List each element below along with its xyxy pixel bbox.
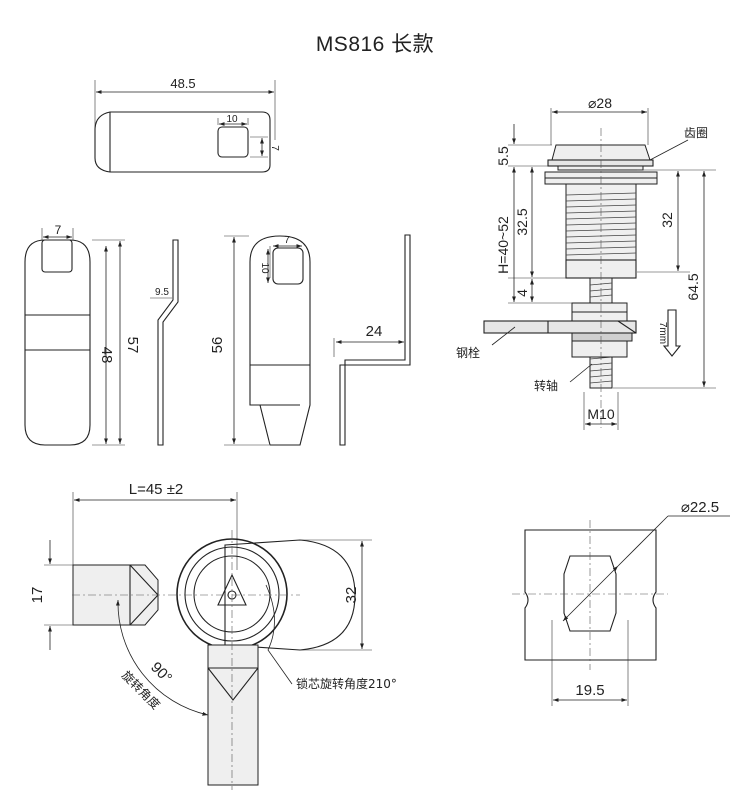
back-view: 7 10 56: [209, 235, 311, 446]
cutout-view: ⌀22.5 19.5: [512, 499, 730, 706]
dim-side2-offset: 24: [366, 323, 383, 340]
side-view-1: 9.5: [150, 239, 179, 446]
label-shaft: 转轴: [534, 378, 558, 393]
dim-h-range: H=40~52: [495, 216, 511, 274]
dim-front-slot-w: 7: [55, 223, 62, 237]
dim-back-slot-w: 7: [284, 235, 290, 246]
dim-cutout-flat: 19.5: [575, 682, 604, 699]
page-title: MS816 长款: [315, 33, 435, 56]
front-view: 7 48 57: [24, 223, 141, 446]
label-steel-pin: 钢栓: [456, 345, 480, 360]
dim-gap: 4: [514, 289, 530, 297]
section-view: ⌀28: [456, 95, 716, 430]
angle-90: 90°: [147, 659, 175, 687]
dim-height-32: 32: [343, 587, 360, 604]
dim-back-length: 56: [209, 337, 226, 354]
dim-thread: M10: [587, 406, 614, 422]
dim-top-slot-w: 10: [226, 114, 238, 125]
dim-diameter: ⌀28: [588, 95, 612, 111]
dim-thread-len: 32.5: [514, 208, 530, 235]
dim-flange: 5.5: [495, 146, 511, 166]
label-core-rotation: 锁芯旋转角度210°: [296, 676, 397, 691]
dim-front-inner: 48: [98, 347, 115, 364]
side-view-2: 24: [333, 234, 411, 446]
dim-cutout-diameter: ⌀22.5: [681, 499, 719, 516]
bottom-view: L=45 ±2 17 32 90° 旋转角度 锁芯: [29, 481, 397, 790]
dim-length-l: L=45 ±2: [129, 481, 184, 498]
dim-body-len: 32: [659, 212, 675, 228]
dim-top-length: 48.5: [170, 76, 195, 91]
dim-width-17: 17: [29, 587, 46, 604]
dim-total-len: 64.5: [685, 273, 701, 300]
dim-top-slot-h: 7: [269, 145, 280, 151]
dim-side1-offset: 9.5: [155, 287, 169, 298]
label-gear-ring: 齿圈: [684, 126, 708, 140]
dim-tongue-thk: 7mm: [657, 322, 668, 344]
dim-front-outer: 57: [124, 337, 141, 354]
dim-back-slot-h: 10: [259, 262, 270, 274]
top-view: 48.5 10 7: [94, 76, 280, 173]
